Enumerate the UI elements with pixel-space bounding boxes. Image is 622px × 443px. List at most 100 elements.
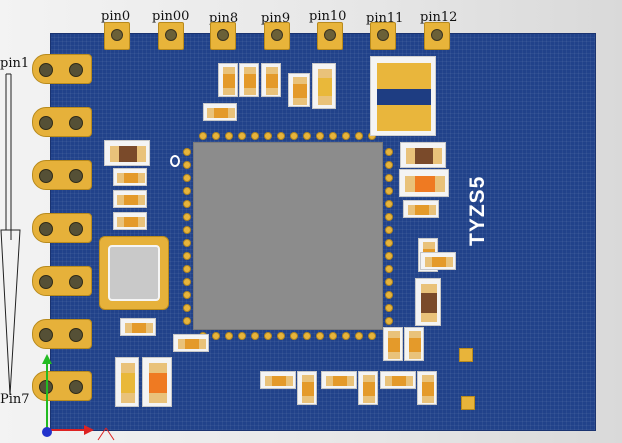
crystal-oscillator bbox=[99, 236, 169, 310]
smd-component-vertical bbox=[404, 327, 424, 361]
ic-pin bbox=[183, 187, 191, 195]
ic-pin bbox=[385, 304, 393, 312]
ic-pin bbox=[385, 252, 393, 260]
ic-pin bbox=[212, 332, 220, 340]
ic-pin bbox=[183, 252, 191, 260]
ic-pin bbox=[290, 332, 298, 340]
ic-pin bbox=[385, 200, 393, 208]
smd-component bbox=[104, 140, 150, 166]
ic-pin bbox=[385, 265, 393, 273]
pad-left-4 bbox=[32, 213, 92, 243]
ic-pin bbox=[342, 132, 350, 140]
pad-pin10 bbox=[317, 22, 343, 50]
smd-component-vertical bbox=[417, 371, 437, 405]
ic-pin bbox=[303, 132, 311, 140]
ic-pin bbox=[329, 332, 337, 340]
ic-pin bbox=[329, 132, 337, 140]
pin-label-pin1: pin1 bbox=[0, 56, 30, 71]
pin-label-pin12: pin12 bbox=[420, 10, 458, 25]
ic-pin bbox=[183, 291, 191, 299]
ic-pin bbox=[183, 278, 191, 286]
ic-pin bbox=[385, 278, 393, 286]
ic-pin bbox=[183, 226, 191, 234]
ic-pin bbox=[264, 132, 272, 140]
ic-pin bbox=[183, 239, 191, 247]
ic-pin bbox=[183, 317, 191, 325]
ic-pin bbox=[385, 317, 393, 325]
pad-pin00 bbox=[158, 22, 184, 50]
pin-label-pin0: pin0 bbox=[101, 9, 131, 24]
ic-pin bbox=[303, 332, 311, 340]
ic-pin bbox=[225, 132, 233, 140]
ic-pin bbox=[183, 265, 191, 273]
smd-component bbox=[399, 169, 449, 197]
ic-pin bbox=[264, 332, 272, 340]
smd-component bbox=[113, 212, 147, 230]
smd-component bbox=[173, 334, 209, 352]
ic-pin bbox=[277, 332, 285, 340]
ic-pin bbox=[385, 291, 393, 299]
pad-left-7 bbox=[32, 371, 92, 401]
ic-pin bbox=[212, 132, 220, 140]
ic-pin bbox=[385, 226, 393, 234]
pad-pin9 bbox=[264, 22, 290, 50]
pin-direction-arrow bbox=[0, 73, 21, 396]
ic-pin bbox=[355, 132, 363, 140]
ic-pin bbox=[183, 213, 191, 221]
smd-component bbox=[420, 252, 456, 270]
ic-pin bbox=[277, 132, 285, 140]
smd-component-vertical bbox=[288, 73, 310, 107]
pad-pin12 bbox=[424, 22, 450, 50]
ic-pin bbox=[183, 200, 191, 208]
pad-left-1 bbox=[32, 54, 92, 84]
pad-left-2 bbox=[32, 107, 92, 137]
ic-pin bbox=[183, 161, 191, 169]
smd-component-vertical bbox=[415, 278, 441, 326]
ic-pin bbox=[238, 332, 246, 340]
pad-left-5 bbox=[32, 266, 92, 296]
main-ic-chip bbox=[193, 142, 383, 330]
ic-pin bbox=[385, 187, 393, 195]
test-pad-2 bbox=[461, 396, 475, 410]
smd-component-vertical bbox=[383, 327, 403, 361]
smd-component bbox=[321, 371, 357, 389]
ic-pin bbox=[225, 332, 233, 340]
pin-label-pin00: pin00 bbox=[152, 9, 190, 24]
smd-component-vertical bbox=[312, 63, 336, 109]
ic-pin bbox=[385, 148, 393, 156]
ic-pin bbox=[238, 132, 246, 140]
smd-component bbox=[203, 103, 237, 121]
ic-pin bbox=[385, 213, 393, 221]
ic-pin bbox=[316, 132, 324, 140]
smd-component bbox=[260, 371, 296, 389]
ic-pin bbox=[199, 132, 207, 140]
ic-pin bbox=[368, 332, 376, 340]
smd-component-vertical bbox=[142, 357, 172, 407]
pin-label-pin7: Pin7 bbox=[0, 392, 30, 407]
pin1-silkscreen-marker bbox=[170, 155, 180, 167]
pin-label-pin10: pin10 bbox=[309, 9, 347, 24]
smd-component-vertical bbox=[239, 63, 259, 97]
test-pad-1 bbox=[459, 348, 473, 362]
smd-component-vertical bbox=[115, 357, 139, 407]
smd-component-vertical bbox=[261, 63, 281, 97]
ic-pin bbox=[355, 332, 363, 340]
smd-component-vertical bbox=[297, 371, 317, 405]
pad-pin11 bbox=[370, 22, 396, 50]
smd-component bbox=[403, 200, 439, 218]
ic-pin bbox=[385, 161, 393, 169]
pad-pin8 bbox=[210, 22, 236, 50]
pad-left-3 bbox=[32, 160, 92, 190]
board-marking: TYZS5 bbox=[466, 175, 489, 246]
ic-pin bbox=[251, 132, 259, 140]
ic-pin bbox=[342, 332, 350, 340]
smd-component bbox=[120, 318, 156, 336]
ic-pin bbox=[316, 332, 324, 340]
ic-pin bbox=[290, 132, 298, 140]
pad-left-6 bbox=[32, 319, 92, 349]
smd-component bbox=[113, 190, 147, 208]
smd-component-vertical bbox=[358, 371, 378, 405]
pad-pin0 bbox=[104, 22, 130, 50]
ic-pin bbox=[183, 174, 191, 182]
